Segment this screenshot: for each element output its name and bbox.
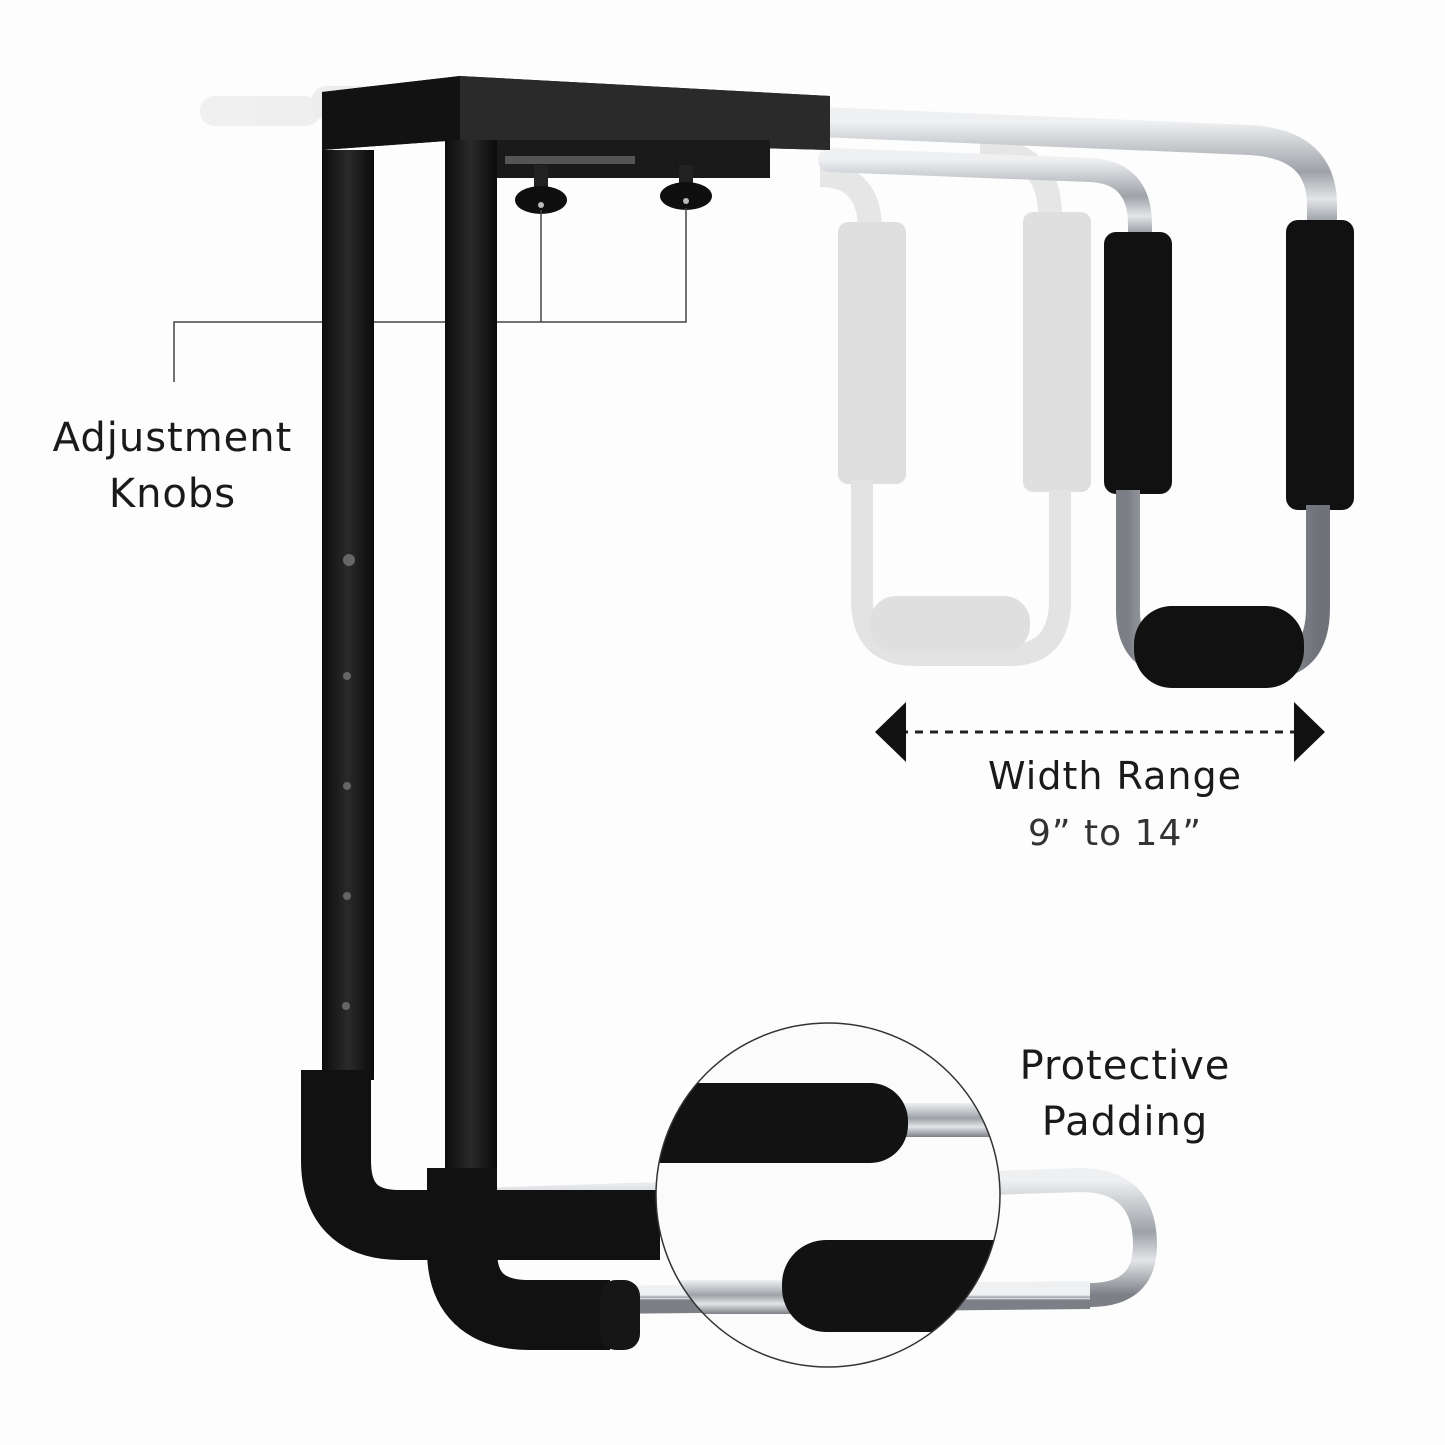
top-chrome-rail (805, 107, 1337, 247)
width-range-title: Width Range (988, 754, 1242, 798)
ghost-lower-loop (851, 480, 1071, 666)
adjustment-knobs-label-line2: Knobs (108, 471, 237, 517)
adjustment-callout-lines (173, 208, 687, 382)
width-arrow-left-icon (875, 702, 906, 762)
adjustment-knobs-label-line1: Adjustment (52, 415, 293, 461)
ghost-upper-bend (819, 163, 882, 250)
protective-padding-label: Protective Padding (990, 1038, 1260, 1150)
rear-foot-padding (301, 1070, 660, 1260)
protective-padding-label-line1: Protective (1019, 1043, 1231, 1089)
right-grip-outer (1286, 220, 1354, 510)
front-foot-cap (600, 1280, 640, 1350)
right-bottom-grip (1134, 606, 1304, 688)
zoom-pad-lower (782, 1240, 1000, 1332)
ghost-grip-right (1023, 212, 1091, 492)
padding-zoom-view (655, 1022, 1001, 1368)
width-range-indicator (875, 702, 1325, 762)
adjustment-knob-icon (515, 165, 567, 214)
ghost-frame (200, 86, 1091, 666)
ghost-bottom-grip (870, 596, 1030, 652)
front-pole (445, 140, 497, 1170)
width-range-value: 9” to 14” (1027, 813, 1203, 854)
adjustment-knobs-label: Adjustment Knobs (30, 410, 315, 522)
protective-padding-label-line2: Padding (1041, 1099, 1209, 1145)
pole-adjust-holes (342, 554, 355, 1010)
rear-pole (322, 150, 374, 1080)
ghost-grip-left (838, 222, 906, 484)
right-grip-inner (1104, 232, 1172, 494)
bottom-chrome-rail-back (479, 1167, 1158, 1307)
width-arrow-right-icon (1294, 702, 1325, 762)
top-bracket (322, 76, 830, 178)
adjustment-knob-icon (660, 165, 712, 210)
zoom-pad-upper (656, 1083, 908, 1163)
front-foot-padding (427, 1168, 610, 1350)
ghost-rail-stub (200, 96, 320, 126)
second-chrome-rail (818, 148, 1152, 252)
